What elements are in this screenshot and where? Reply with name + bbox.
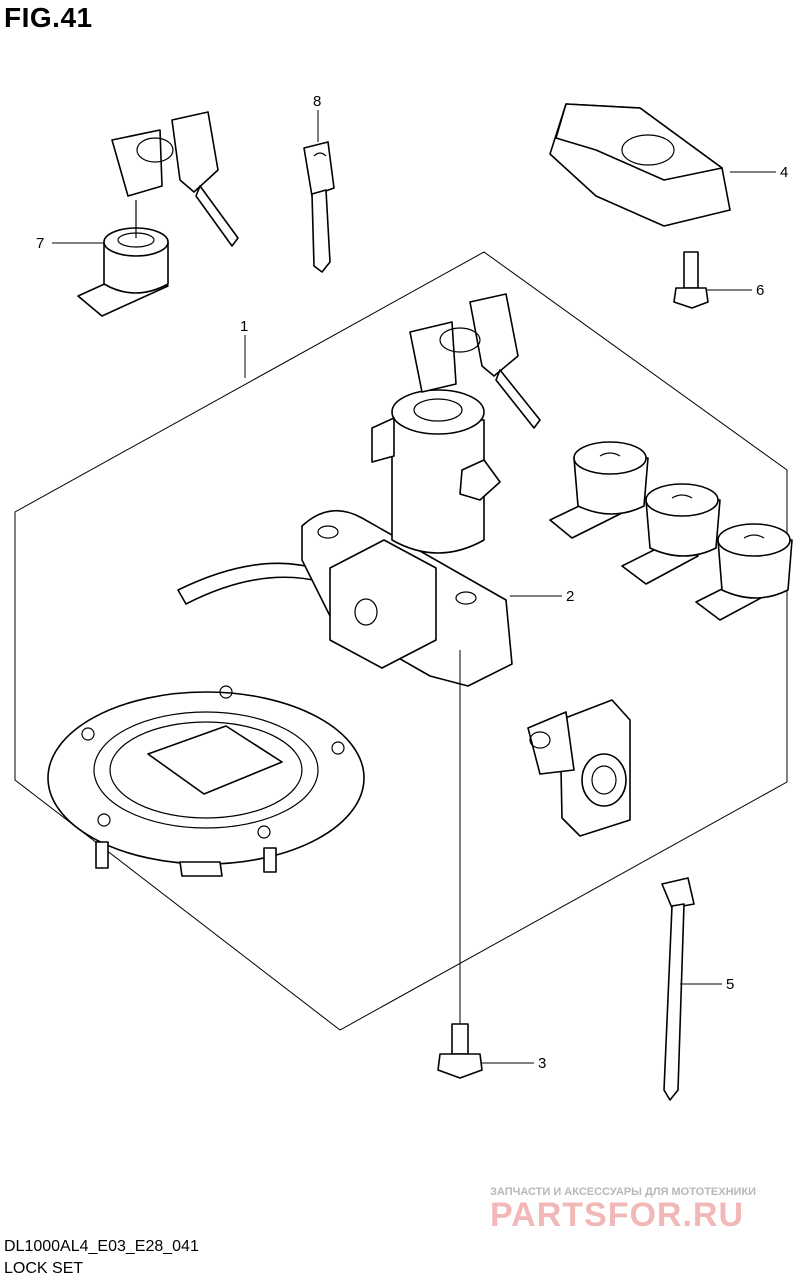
callout-5: 5 <box>726 976 734 993</box>
lock-cylinder-icon <box>695 523 793 621</box>
figure-title: FIG.41 <box>4 2 93 33</box>
cover-icon <box>549 103 731 227</box>
callout-1: 1 <box>240 318 248 335</box>
watermark-logo: PARTSFOR.RU <box>490 1196 745 1234</box>
seat-lock-icon <box>527 699 631 837</box>
ignition-switch-icon <box>177 293 541 687</box>
callout-2: 2 <box>566 588 574 605</box>
bolt-icon <box>673 251 709 309</box>
lock-cylinder-icon <box>549 441 649 539</box>
callout-4: 4 <box>780 164 788 181</box>
lock-set-boundary <box>14 251 788 1031</box>
figure-name: LOCK SET <box>4 1260 84 1277</box>
fuel-cap-icon <box>47 685 365 877</box>
lock-cylinder-icon <box>77 111 239 317</box>
callout-7: 7 <box>36 235 44 252</box>
lock-cylinder-icon <box>621 483 721 585</box>
cable-tie-icon <box>661 877 695 1101</box>
figure-code: DL1000AL4_E03_E28_041 <box>4 1238 199 1255</box>
callout-3: 3 <box>538 1055 546 1072</box>
callout-8: 8 <box>313 93 321 110</box>
key-blank-icon <box>303 141 335 273</box>
watermark-tagline: ЗАПЧАСТИ И АКСЕССУАРЫ ДЛЯ МОТОТЕХНИКИ <box>490 1186 757 1198</box>
callout-6: 6 <box>756 282 764 299</box>
screw-icon <box>437 1023 483 1079</box>
